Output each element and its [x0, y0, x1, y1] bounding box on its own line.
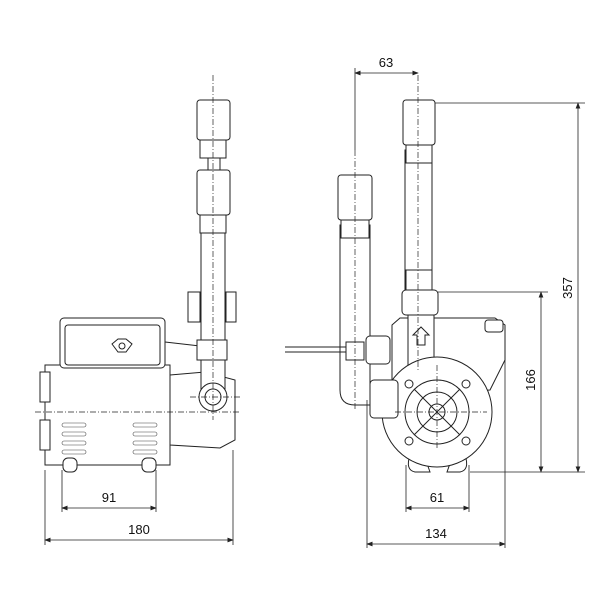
- dim-overall-width: 134: [425, 526, 447, 541]
- union-nut: [401, 289, 439, 316]
- right-dimensions: 63 357 166 61 134: [354, 55, 585, 548]
- cable-gland-icon: [111, 338, 133, 353]
- dim-foot-width: 61: [430, 490, 444, 505]
- inlet-pipe: [339, 224, 396, 406]
- inlet-union: [369, 379, 399, 419]
- front-view: [285, 75, 506, 473]
- dim-overall-height: 357: [560, 277, 575, 299]
- push-fit-fitting: [196, 99, 231, 141]
- vent-slots: [61, 422, 158, 455]
- dim-outlet-height: 166: [523, 369, 538, 391]
- flow-arrow-icon: [411, 326, 431, 346]
- push-fit-fitting: [196, 169, 231, 216]
- dim-inlet-offset: 63: [379, 55, 393, 70]
- dim-foot-spacing: 91: [102, 490, 116, 505]
- motor-body: [44, 364, 171, 466]
- dim-overall-length: 180: [128, 522, 150, 537]
- push-fit-fitting: [402, 99, 436, 146]
- left-dimensions: 91 180: [44, 450, 234, 545]
- side-view: [35, 75, 242, 473]
